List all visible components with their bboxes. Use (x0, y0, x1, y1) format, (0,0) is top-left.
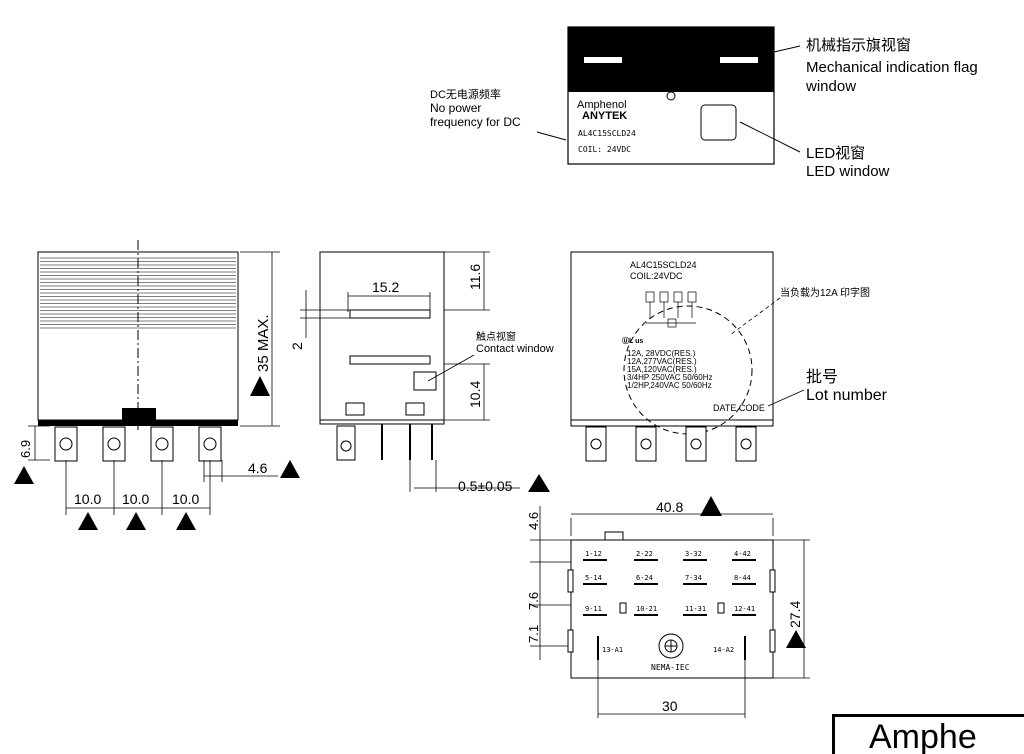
pin-label: 14-A2 (713, 646, 734, 654)
dim-top: 11.6 (467, 264, 483, 290)
triangle-marker (250, 376, 270, 396)
dim-window-h: 10.4 (467, 381, 483, 408)
pin-label: 2-22 (636, 550, 653, 558)
pin-label: 7-34 (685, 574, 702, 582)
contact-cn: 触点视窗 (476, 330, 516, 343)
pin-label: 12-41 (734, 605, 755, 613)
dim-height: 35 MAX. (255, 314, 272, 372)
rating-1: 12A, 28VDC(RES.) (627, 349, 696, 358)
pin-label: 3-32 (685, 550, 702, 558)
rear-coil: COIL:24VDC (630, 271, 683, 281)
flag-bar-right (720, 57, 758, 63)
callout-led-cn: LED视窗 (806, 144, 865, 162)
led-window (700, 104, 737, 141)
dim-pitch-2: 10.0 (122, 491, 149, 507)
front-view: 15.2 11.6 2 10.4 触点视窗 Contact window 0.5… (289, 251, 554, 494)
footer-brand-logo: Amphe (832, 714, 1024, 754)
lot-cn: 批号 (806, 368, 838, 386)
dim-front-width: 15.2 (372, 279, 399, 295)
bottom-view: 40.8 27.4 30 4.6 7.6 7.1 1-12 2-22 3-32 4-4… (526, 496, 810, 718)
top-label: Amphenol ANYTEK AL4C15SCLD24 COIL: 24VDC… (430, 26, 978, 180)
dim-pin-len: 6.9 (18, 440, 33, 458)
brand-line2: ANYTEK (582, 110, 627, 122)
lot-en: Lot number (806, 387, 888, 404)
schematic (645, 291, 697, 328)
dim-bottom-width: 40.8 (656, 499, 683, 515)
callout-dc-en1: No power (430, 101, 481, 115)
dim-pitch-1: 10.0 (74, 491, 101, 507)
date-code: DATE CODE (713, 403, 765, 413)
flag-bar-left (584, 57, 622, 63)
contact-window (413, 371, 437, 391)
pin-label: 11-31 (685, 605, 706, 613)
print-note: 当负载为12A 印字图 (780, 286, 870, 299)
indicator-dot (666, 91, 676, 101)
dim-pin-thk: 0.5±0.05 (458, 478, 513, 494)
dim-depth: 27.4 (787, 601, 803, 628)
callout-flag-cn: 机械指示旗视窗 (806, 36, 911, 54)
callout-dc-en2: frequency for DC (430, 115, 521, 129)
dim-pin-width: 4.6 (248, 460, 268, 476)
callout-led-en: LED window (806, 163, 890, 180)
pin-label: 9-11 (585, 605, 602, 613)
pin-label: 5-14 (585, 574, 602, 582)
pin-label: 4-42 (734, 550, 751, 558)
pin-label: 13-A1 (602, 646, 623, 654)
rating-5: 1/2HP,240VAC 50/60Hz (627, 381, 712, 390)
contact-en: Contact window (476, 343, 554, 355)
callout-flag-en2: window (805, 78, 856, 95)
callout-dc-cn: DC无电源频率 (430, 87, 501, 101)
pin-label: 8-44 (734, 574, 751, 582)
label-model: AL4C15SCLD24 (578, 129, 636, 138)
dim-b: 7.6 (526, 592, 541, 610)
rear-model: AL4C15SCLD24 (630, 260, 697, 270)
socket-label: NEMA-IEC (651, 663, 690, 672)
ul-mark: ⓊL us (622, 336, 643, 345)
rear-view: AL4C15SCLD24 COIL:24VDC ⓊL us 12A, 28VDC… (570, 251, 888, 462)
callout-flag-en1: Mechanical indication flag (806, 59, 978, 76)
dim-c: 7.1 (526, 625, 541, 643)
brand-line1: Amphenol (577, 99, 627, 111)
rating-2: 12A,277VAC(RES.) (627, 357, 697, 366)
side-view: 35 MAX. 6.9 4.6 10.0 10.0 10.0 (14, 240, 300, 530)
dim-a: 4.6 (526, 512, 541, 530)
rating-4: 3/4HP 250VAC 50/60Hz (627, 373, 713, 382)
pin-label: 10-21 (636, 605, 657, 613)
dim-pin-span: 30 (662, 698, 678, 714)
ratings-block: ⓊL us 12A, 28VDC(RES.) 12A,277VAC(RES.) … (622, 336, 713, 390)
dim-pitch-3: 10.0 (172, 491, 199, 507)
pin-label: 6-24 (636, 574, 653, 582)
dim-gap: 2 (289, 342, 305, 350)
label-coil: COIL: 24VDC (578, 145, 631, 154)
rating-3: 15A,120VAC(RES.) (627, 365, 697, 374)
pin-label: 1-12 (585, 550, 602, 558)
